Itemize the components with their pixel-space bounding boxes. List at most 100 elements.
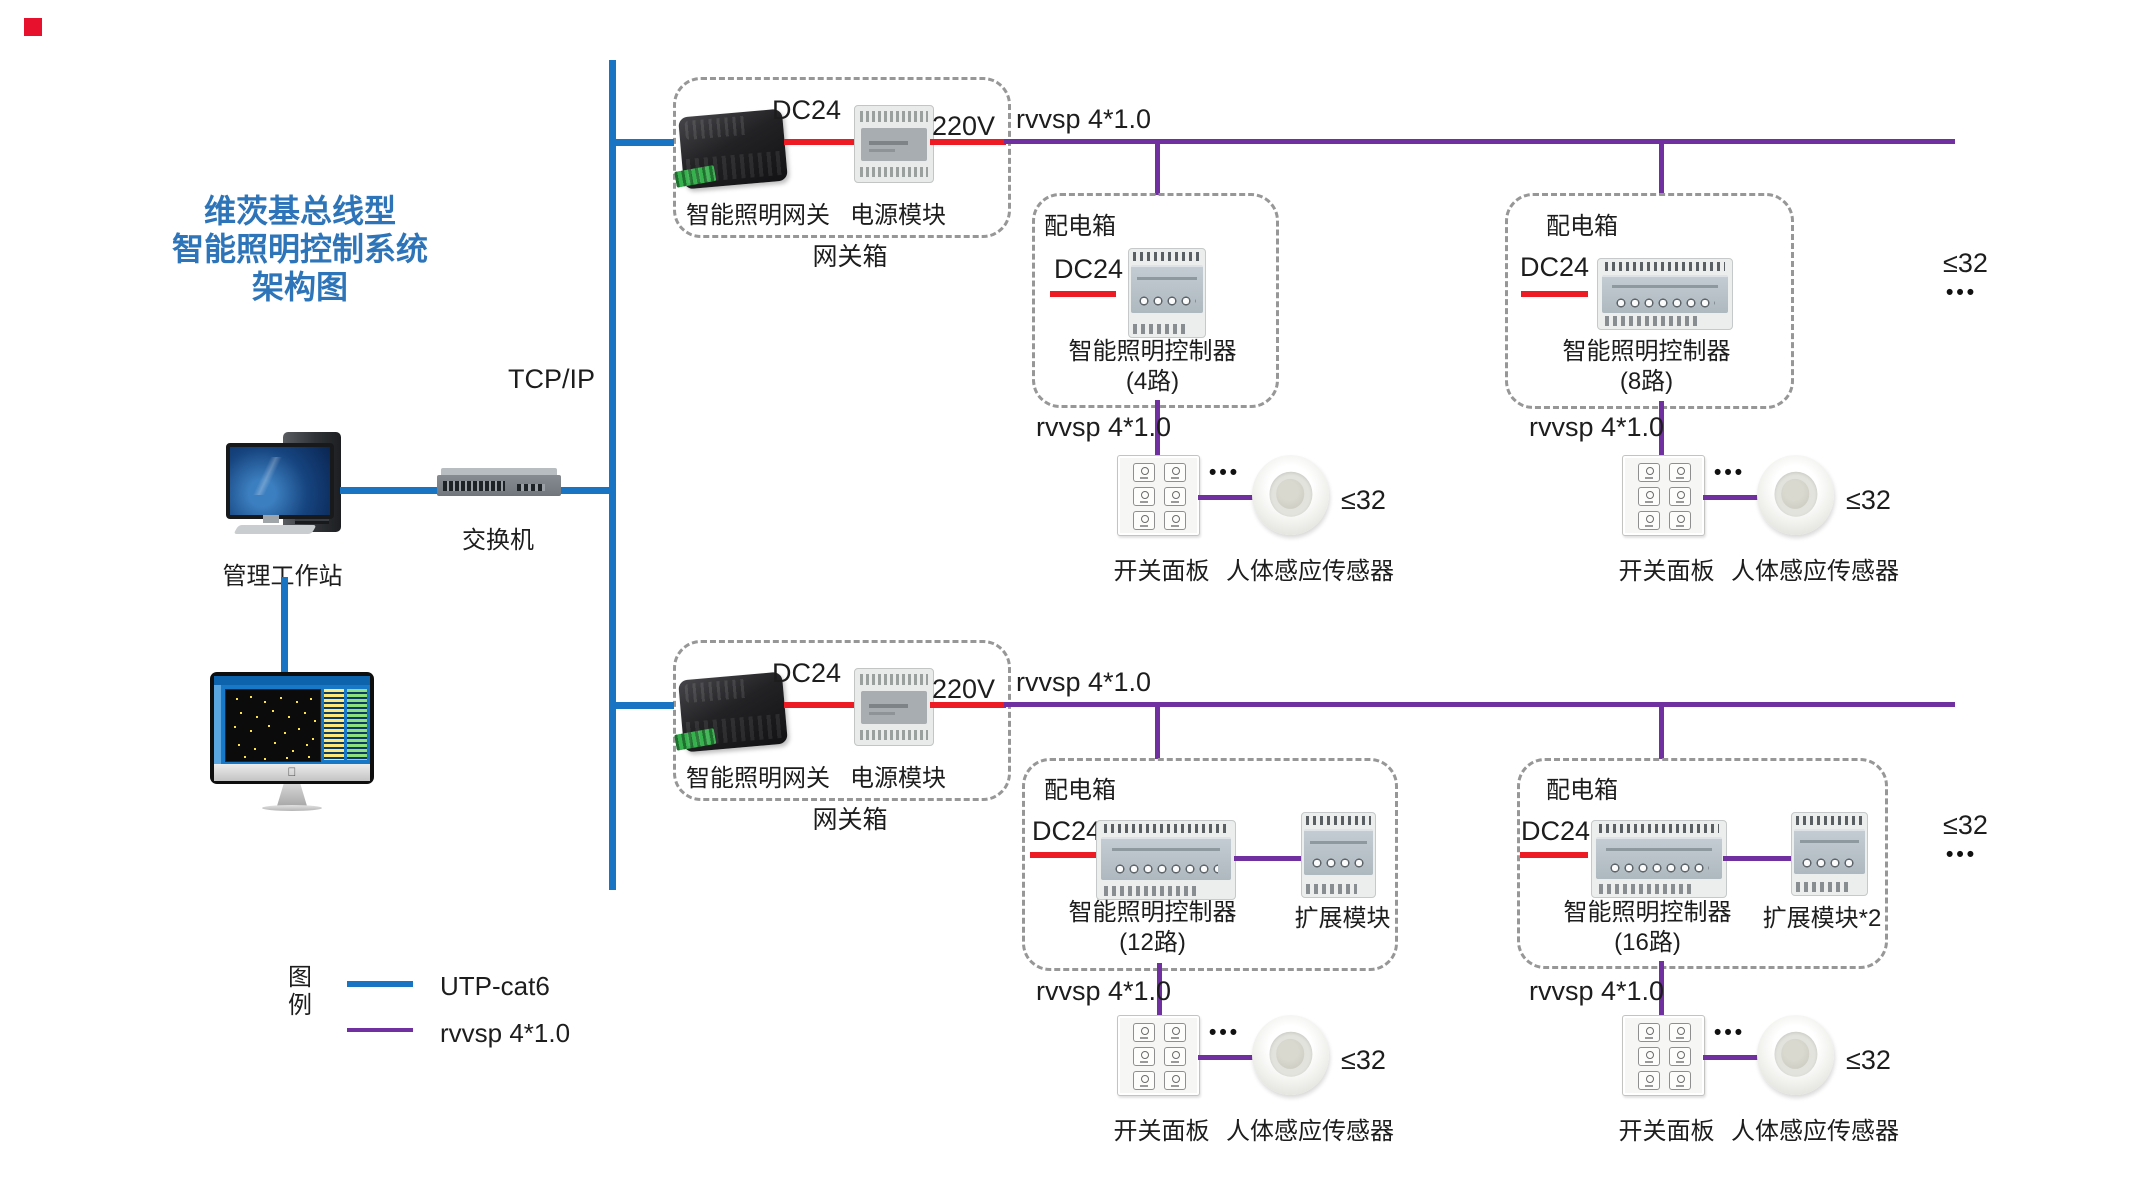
panel-button	[1638, 463, 1660, 482]
panel-button	[1164, 463, 1186, 482]
panel-label-b: 开关面板	[1618, 558, 1715, 585]
rvvsp-bus-label-bottom: rvvsp 4*1.0	[1016, 667, 1152, 697]
panel-button	[1669, 1047, 1691, 1066]
red-line-gw-top-2	[930, 139, 1006, 145]
controller-terminals-bottom	[1103, 886, 1201, 896]
sensor-limit-b: ≤32	[1846, 485, 1891, 515]
panel-button	[1133, 487, 1155, 506]
panel-button	[1638, 1047, 1660, 1066]
panel-button	[1133, 511, 1155, 530]
controller-8ch-device	[1597, 258, 1733, 330]
panel-button	[1638, 1023, 1660, 1042]
rvvsp-bus-bottom	[1004, 702, 1955, 707]
sensor-limit-a: ≤32	[1341, 485, 1386, 515]
dist-box-3-title: 配电箱	[1044, 777, 1116, 804]
expansion-module-device-3	[1301, 812, 1376, 898]
rvvsp-drop-label-box4: rvvsp 4*1.0	[1529, 976, 1665, 1006]
controller-face	[1101, 837, 1231, 880]
controller-terminals-bottom	[1598, 884, 1693, 894]
expansion-terminals-bottom	[1795, 882, 1849, 892]
controller-terminals	[1604, 262, 1726, 271]
rvvsp-drop-box4	[1659, 961, 1664, 1016]
panel-button	[1638, 487, 1660, 506]
dist-box-4-title: 配电箱	[1546, 777, 1618, 804]
dist-box-1-title: 配电箱	[1044, 213, 1116, 240]
bus-limit-top: ≤32	[1943, 248, 1988, 278]
dc24-label-box2: DC24	[1520, 252, 1590, 282]
rvvsp-link-a	[1198, 495, 1254, 500]
panel-button	[1133, 1047, 1155, 1066]
imac-base	[262, 805, 322, 811]
diagram-title: 维茨基总线型 智能照明控制系统 架构图	[140, 192, 460, 306]
sensor-limit-c: ≤32	[1341, 1045, 1386, 1075]
controller-channels-box3: (12路)	[1119, 929, 1186, 956]
sensor-limit-d: ≤32	[1846, 1045, 1891, 1075]
pir-sensor-a	[1252, 455, 1329, 535]
rvvsp-drop-box2	[1659, 401, 1664, 456]
rvvsp-bus-top	[1004, 139, 1955, 144]
red-line-box4	[1520, 852, 1588, 858]
lighting-dots	[228, 692, 230, 694]
controller-16ch-device	[1591, 820, 1727, 898]
controller-leds	[1608, 861, 1710, 874]
expansion-label-box3: 扩展模块	[1294, 905, 1391, 932]
dist-box-2-title: 配电箱	[1546, 213, 1618, 240]
red-line-box1	[1050, 291, 1116, 297]
bus-limit-dots-bottom: •••	[1946, 843, 1978, 866]
ethernet-switch	[437, 468, 561, 498]
controller-terminals	[1132, 252, 1202, 261]
dc24-label-gw-bottom: DC24	[772, 658, 842, 688]
controller-channels-box1: (4路)	[1125, 368, 1180, 395]
expansion-terminals-bottom	[1305, 884, 1357, 894]
controller-face	[1596, 837, 1722, 879]
rvvsp-branch-box3	[1155, 705, 1160, 759]
red-line-box2	[1521, 291, 1588, 297]
controller-face	[1131, 265, 1203, 313]
expansion-face	[1304, 829, 1373, 875]
bus-limit-dots-top: •••	[1946, 281, 1978, 304]
sensor-ring	[1268, 1031, 1313, 1077]
title-line-2: 智能照明控制系统	[171, 231, 428, 267]
gateway-device-label-bottom: 智能照明网关	[686, 765, 830, 792]
sensor-ring	[1268, 471, 1313, 517]
controller-terminals-bottom	[1604, 316, 1699, 326]
psu-label-bottom: 电源模块	[850, 765, 946, 792]
controller-terminals	[1103, 824, 1229, 833]
controller-terminals-bottom	[1132, 324, 1186, 334]
apple-logo: 	[214, 764, 370, 781]
rvvsp-link-c	[1198, 1055, 1254, 1060]
controller-label-box1: 智能照明控制器 (4路)	[1042, 337, 1263, 397]
pir-sensor-c	[1252, 1015, 1329, 1095]
sensor-core	[1781, 479, 1810, 509]
floorplan-view	[225, 689, 321, 762]
pir-sensor-d	[1757, 1015, 1834, 1095]
controller-label-box3: 智能照明控制器 (12路)	[1040, 898, 1265, 958]
panel-label-c: 开关面板	[1113, 1118, 1210, 1145]
software-toolbar	[214, 685, 221, 764]
legend-heading: 图例	[288, 964, 312, 1019]
sensor-label-b: 人体感应传感器	[1731, 558, 1899, 585]
rvvsp-drop-label-box3: rvvsp 4*1.0	[1036, 976, 1172, 1006]
expansion-leds	[1311, 857, 1366, 870]
management-workstation	[226, 430, 366, 540]
expansion-terminals	[1305, 816, 1372, 825]
controller-12ch-device	[1096, 820, 1236, 900]
pc-monitor-stand	[263, 515, 279, 523]
controller-channels-box4: (16路)	[1614, 929, 1681, 956]
panel-button	[1638, 1071, 1660, 1090]
legend-utp-line	[347, 981, 413, 987]
expansion-leds	[1801, 856, 1858, 869]
utp-line-gateway-bottom	[610, 702, 674, 709]
switch-panel-d	[1622, 1015, 1705, 1096]
panel-button	[1164, 1047, 1186, 1066]
psu-device-bottom	[854, 668, 934, 746]
ellipsis-d: •••	[1714, 1021, 1746, 1044]
rvvsp-branch-box1	[1155, 144, 1160, 195]
utp-line-gateway-top	[610, 139, 674, 146]
panel-button	[1669, 511, 1691, 530]
software-titlebar	[214, 676, 370, 685]
panel-button	[1164, 1071, 1186, 1090]
legend-utp-label: UTP-cat6	[440, 971, 550, 1001]
dc24-label-box1: DC24	[1054, 254, 1124, 284]
controller-channels-box2: (8路)	[1619, 368, 1674, 395]
